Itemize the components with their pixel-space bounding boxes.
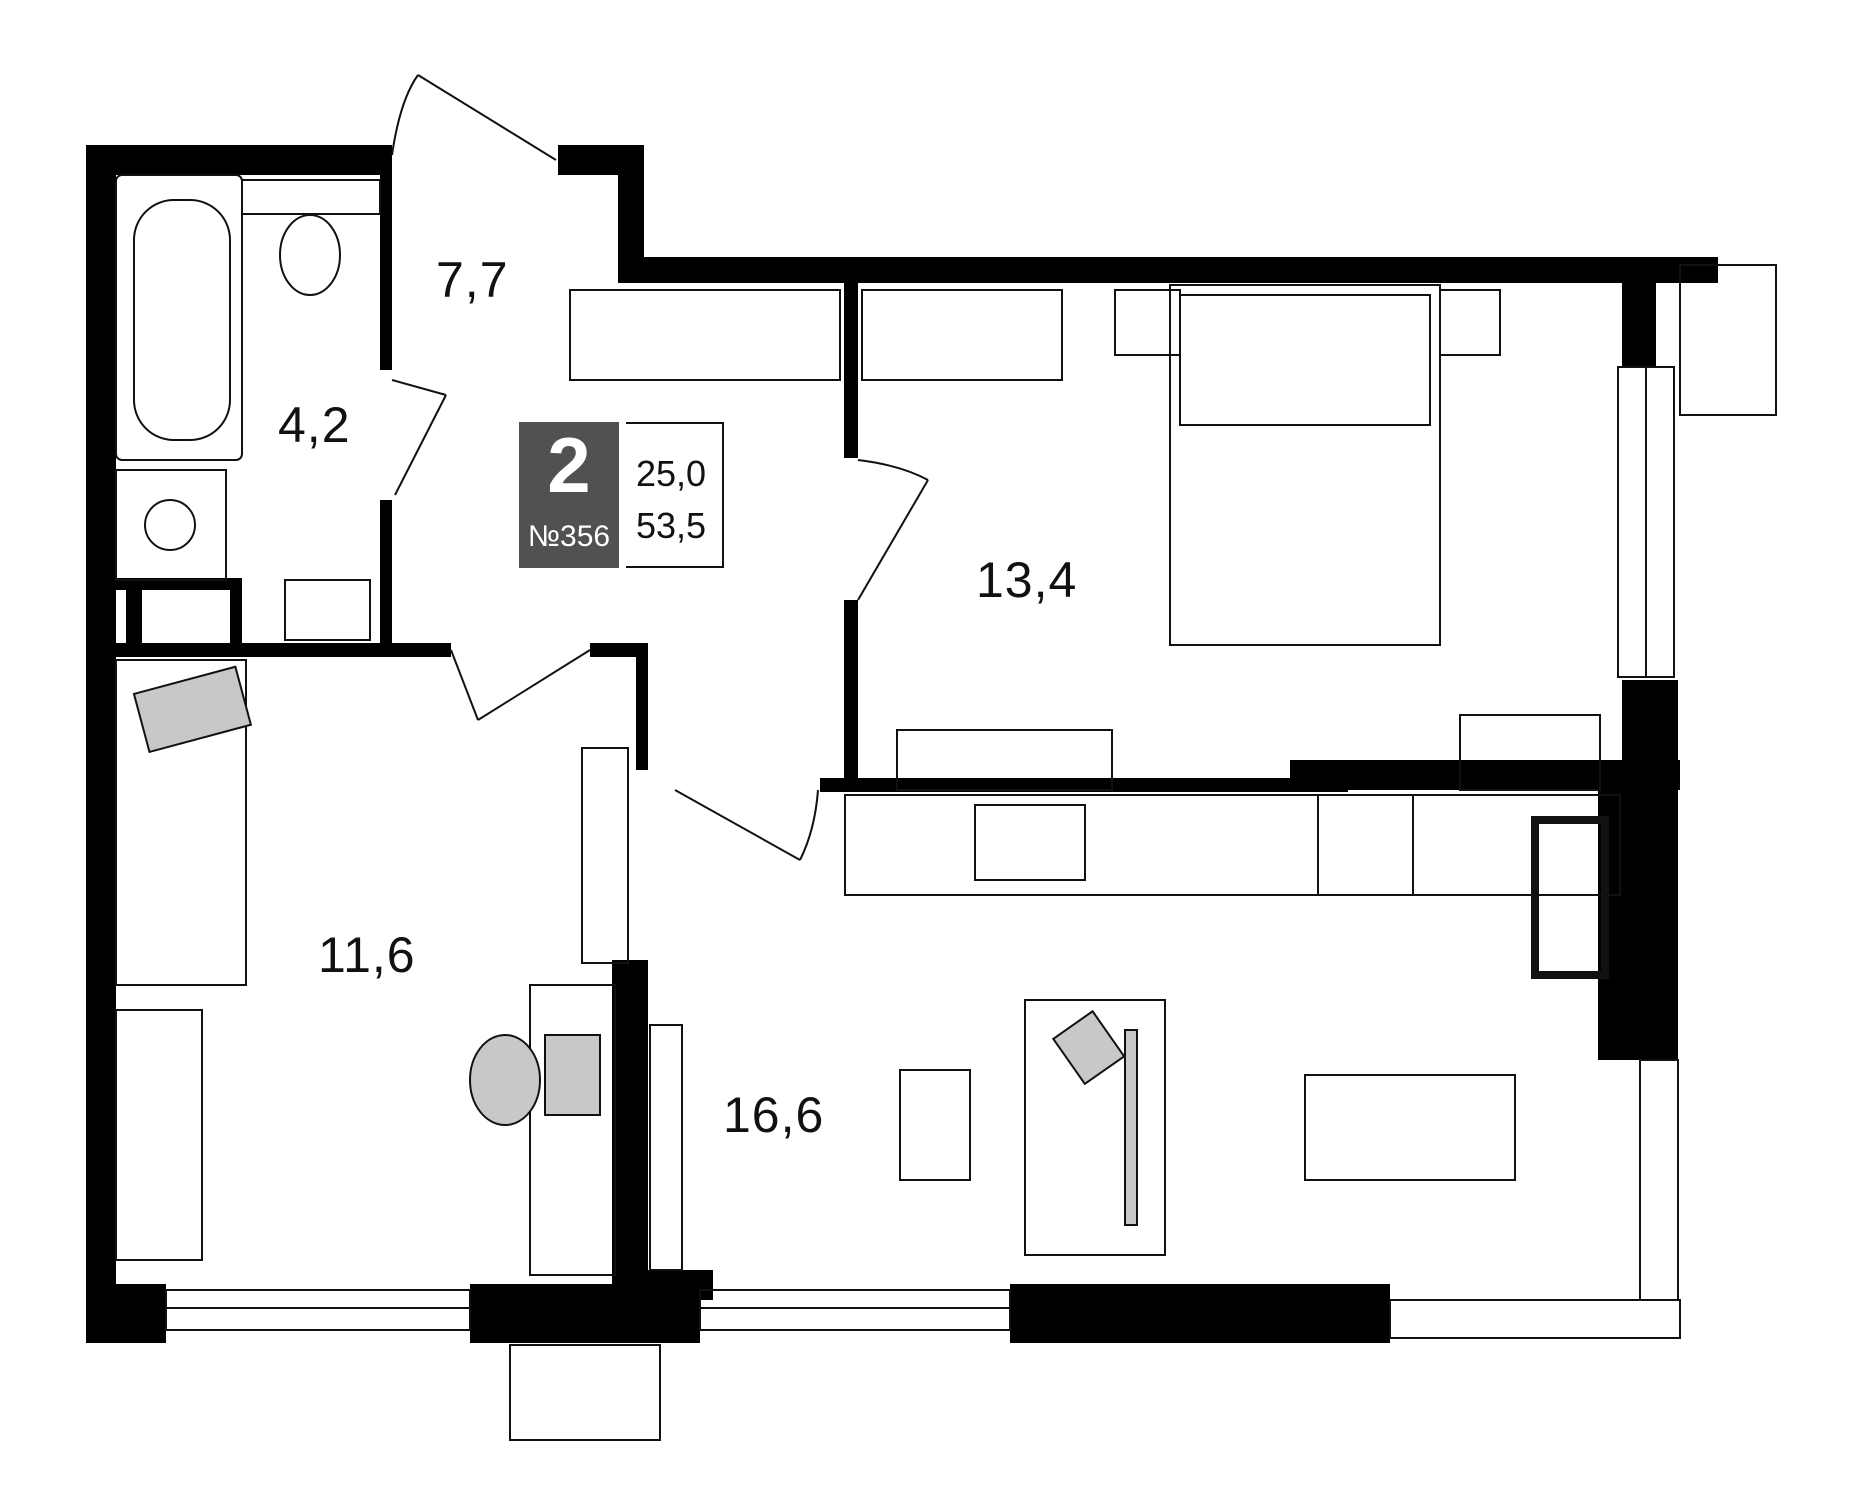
apartment-badge: 2 №356 xyxy=(519,422,619,568)
room-count: 2 xyxy=(547,421,591,509)
living-area: 25,0 xyxy=(636,453,707,494)
room-area-hall: 7,7 xyxy=(436,252,509,308)
area-summary: 25,0 53,5 xyxy=(626,422,724,568)
walls xyxy=(86,145,1718,1343)
room-area-bedroom: 13,4 xyxy=(976,552,1078,608)
apartment-number: №356 xyxy=(527,520,611,553)
doors xyxy=(391,74,929,861)
total-area: 53,5 xyxy=(636,505,707,546)
room-area-bathroom: 4,2 xyxy=(278,397,351,453)
windows xyxy=(165,264,1777,1441)
furniture-fills xyxy=(132,665,1138,1226)
furniture xyxy=(115,174,1621,1276)
room-area-room2: 11,6 xyxy=(318,927,416,983)
room-area-kitchen-living: 16,6 xyxy=(723,1087,825,1143)
